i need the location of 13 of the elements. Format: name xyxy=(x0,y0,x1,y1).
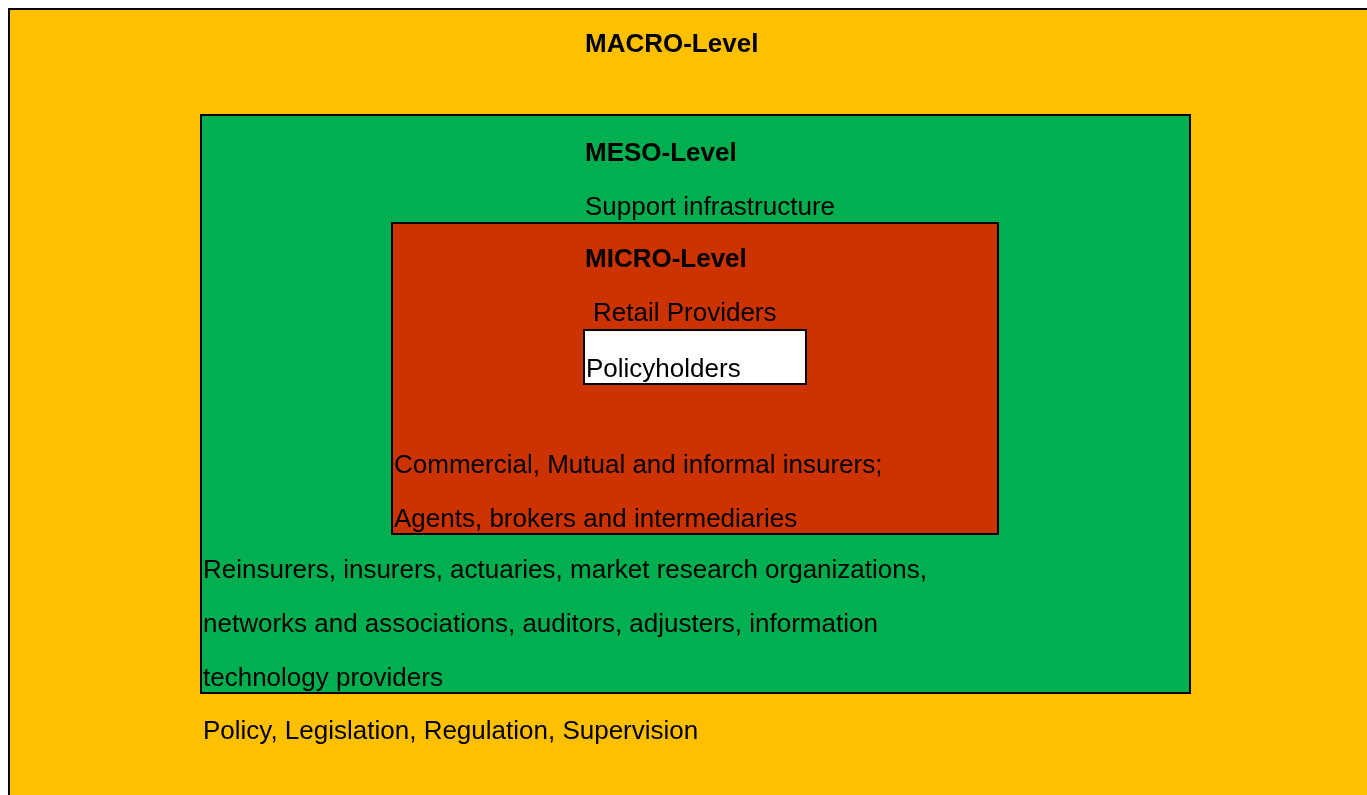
inner-level-box xyxy=(391,222,999,535)
level-heading: MICRO-Level xyxy=(585,243,747,273)
outer-level-box xyxy=(8,8,1367,795)
center-box xyxy=(583,329,807,385)
level-heading: MACRO-Level xyxy=(585,28,759,58)
level-text: Support infrastructure xyxy=(585,191,835,221)
level-heading: MESO-Level xyxy=(585,137,737,167)
level-text: Policyholders xyxy=(586,353,741,383)
level-text: Retail Providers xyxy=(593,297,777,327)
level-description: Reinsurers, insurers, actuaries, market research organizations, networks and associations, auditors, adjusters, information technology providers xyxy=(203,553,928,694)
level-description: Commercial, Mutual and informal insurers; Agents, brokers and intermediaries xyxy=(394,448,884,535)
level-text: Policy, Legislation, Regulation, Supervision xyxy=(203,715,699,745)
middle-level-box xyxy=(200,114,1191,694)
